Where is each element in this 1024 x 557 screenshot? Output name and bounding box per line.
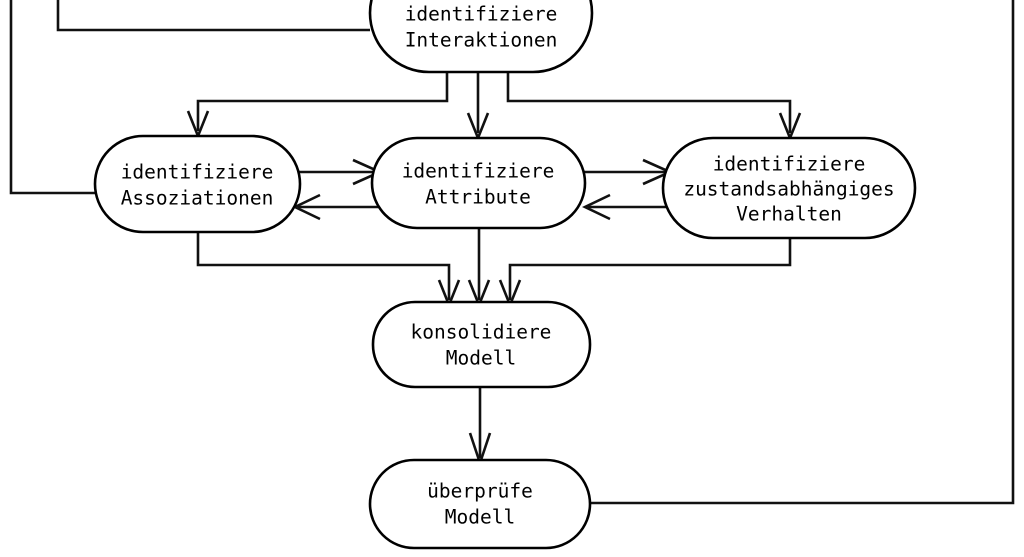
- node-ueberpruefe-line1: überprüfe: [427, 480, 533, 503]
- node-konsolidiere-shape: [371, 300, 592, 389]
- node-ueberpruefe-shape: [368, 458, 592, 550]
- edge-interaktionen-left-entry: [56, 0, 370, 32]
- edge-ueberpruefe-feedback-right: [590, 0, 1015, 505]
- node-attribute-line1: identifiziere: [402, 160, 555, 183]
- node-konsolidiere-line1: konsolidiere: [411, 321, 552, 344]
- edge-assoziationen-feedback-left: [9, 0, 95, 195]
- node-layer: identifiziere Interaktionen identifizier…: [93, 0, 917, 550]
- node-verhalten[interactable]: identifiziere zustandsabhängiges Verhalt…: [661, 136, 917, 240]
- node-ueberpruefe[interactable]: überprüfe Modell: [368, 458, 592, 550]
- node-interaktionen[interactable]: identifiziere Interaktionen: [368, 0, 594, 74]
- edge-verhalten-to-konsolidiere: [508, 238, 792, 300]
- node-assoziationen[interactable]: identifiziere Assoziationen: [93, 134, 302, 234]
- arrowhead-verhalten-to-attribute: [581, 193, 611, 221]
- edge-layer: [9, 0, 1015, 505]
- node-assoziationen-shape: [93, 134, 302, 234]
- edge-assoziationen-to-konsolidiere: [196, 232, 451, 300]
- node-attribute[interactable]: identifiziere Attribute: [370, 136, 587, 230]
- node-interaktionen-line2: Interaktionen: [405, 29, 558, 52]
- node-ueberpruefe-line2: Modell: [445, 506, 515, 529]
- node-verhalten-shape: [661, 136, 917, 240]
- node-verhalten-line1: identifiziere: [713, 153, 866, 176]
- edge-interaktionen-to-assoziationen: [196, 72, 449, 131]
- node-konsolidiere[interactable]: konsolidiere Modell: [371, 300, 592, 389]
- node-verhalten-line2: zustandsabhängiges: [683, 178, 894, 201]
- node-verhalten-line3: Verhalten: [736, 203, 842, 226]
- edge-interaktionen-to-verhalten: [506, 72, 792, 133]
- node-interaktionen-line1: identifiziere: [405, 3, 558, 26]
- node-attribute-line2: Attribute: [425, 186, 531, 209]
- node-interaktionen-shape: [368, 0, 594, 74]
- node-attribute-shape: [370, 136, 587, 230]
- node-konsolidiere-line2: Modell: [446, 347, 516, 370]
- node-assoziationen-line2: Assoziationen: [121, 187, 274, 210]
- node-assoziationen-line1: identifiziere: [121, 161, 274, 184]
